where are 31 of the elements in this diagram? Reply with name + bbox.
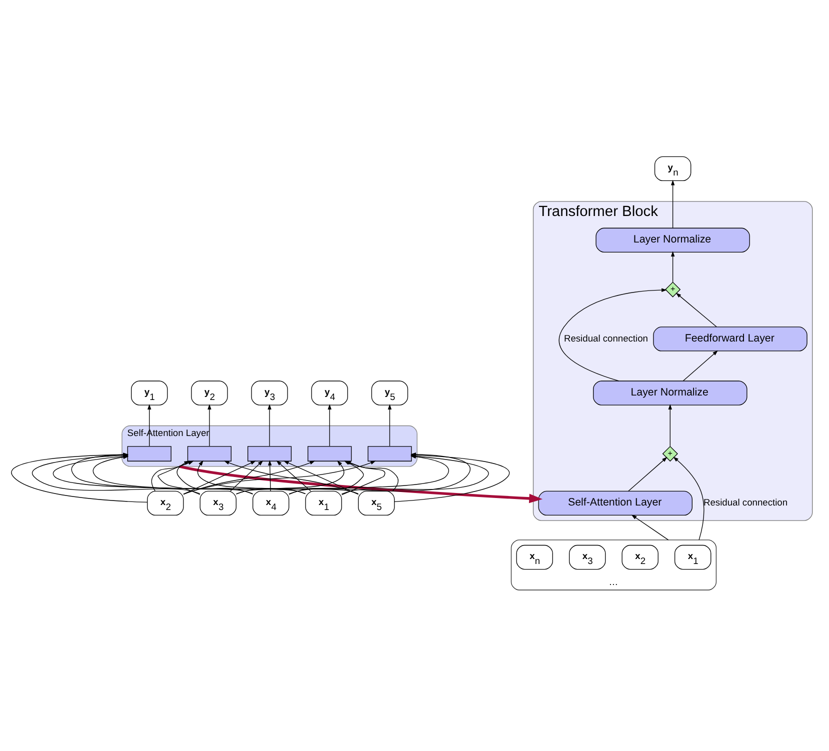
- arrow: [628, 456, 668, 491]
- arrow: [147, 404, 152, 446]
- node-box: Layer Normalize: [596, 227, 750, 252]
- node-box: [187, 446, 232, 461]
- arrow: [236, 460, 344, 494]
- node-box: [368, 446, 412, 461]
- arrow: [276, 460, 312, 491]
- arrow: [676, 292, 717, 327]
- arrow: [673, 456, 704, 540]
- node-box: [127, 446, 172, 461]
- arrow: [668, 404, 672, 446]
- arrow: [682, 350, 718, 381]
- node-box: [308, 446, 352, 461]
- arrow: [268, 460, 272, 491]
- node-box: Layer Normalize: [593, 380, 748, 405]
- arrow: [208, 404, 212, 446]
- arrow: [268, 404, 272, 446]
- arrow: [670, 179, 675, 228]
- node-box: Self-Attention Layer: [538, 490, 692, 516]
- node-box: Feedforward Layer: [653, 326, 808, 351]
- node-box: [248, 446, 292, 461]
- arrow: [670, 250, 675, 282]
- arrow: [230, 460, 264, 491]
- arrow: [388, 404, 392, 446]
- edge-label: Residual connection: [564, 332, 648, 343]
- arrow: [558, 288, 667, 381]
- arrow: [328, 404, 332, 446]
- arrow: [197, 460, 306, 494]
- edge-label: Residual connection: [704, 497, 788, 508]
- arrow: [631, 514, 669, 540]
- arrow: [179, 464, 543, 503]
